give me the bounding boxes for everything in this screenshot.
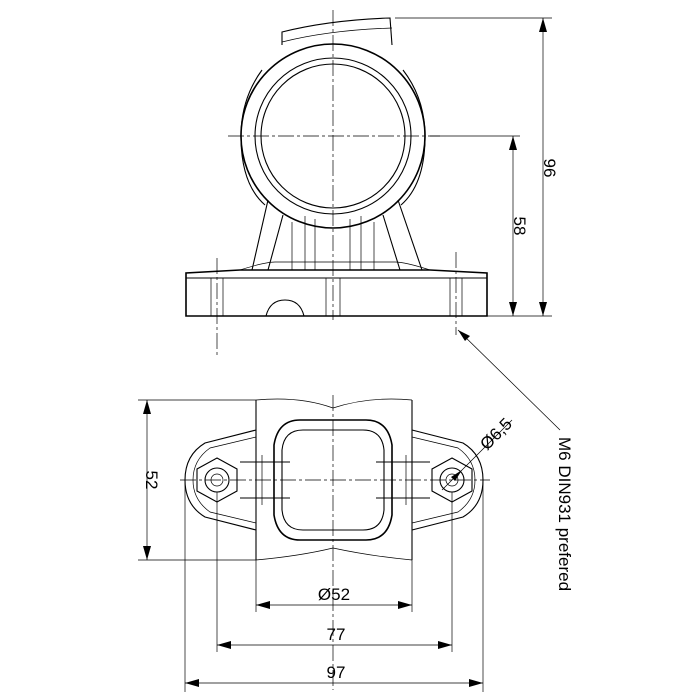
- support-right-leg: [382, 199, 423, 271]
- dim-label-77: 77: [327, 625, 346, 644]
- lens-outline-top: [273, 419, 393, 541]
- lens-top-cap: [281, 17, 393, 46]
- dim-label-97: 97: [327, 663, 346, 682]
- dim-height-58: 58: [430, 135, 529, 316]
- housing-right-side: [400, 69, 426, 206]
- dim-height-96: 96: [395, 17, 559, 317]
- base-slot: [265, 299, 305, 317]
- support-left-leg: [251, 199, 284, 271]
- dim-label-96: 96: [540, 159, 559, 178]
- dim-depth-52: 52: [138, 399, 256, 561]
- dim-lens-diameter: Ø52: [255, 560, 413, 612]
- dim-label-58: 58: [510, 217, 529, 236]
- dim-label-lens: Ø52: [318, 585, 350, 604]
- dim-label-hole: Ø6,5: [476, 414, 515, 453]
- note-leader: M6 DIN931 prefered: [457, 329, 574, 591]
- dim-hole-diameter: Ø6,5: [441, 414, 516, 491]
- front-view: [185, 10, 488, 355]
- dim-label-52: 52: [142, 471, 161, 490]
- note-text: M6 DIN931 prefered: [555, 437, 574, 591]
- dim-hole-spacing-77: 77: [216, 492, 453, 652]
- dim-width-97: 97: [184, 480, 484, 692]
- housing-left-side: [240, 69, 266, 206]
- base-plate: [185, 269, 488, 317]
